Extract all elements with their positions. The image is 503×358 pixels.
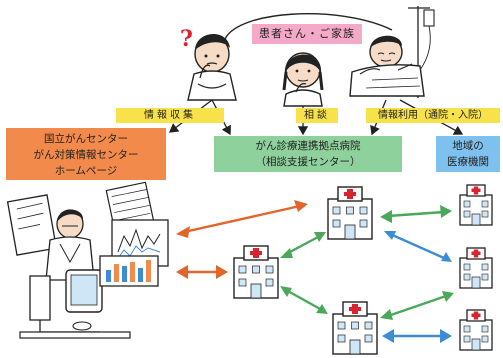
arrow-green-4 xyxy=(380,291,454,320)
hospital-icon xyxy=(459,247,493,289)
arrow-green-1 xyxy=(280,232,326,258)
family-arc xyxy=(223,13,393,43)
local-line2: 医療機関 xyxy=(447,156,489,168)
hospital-icon xyxy=(459,309,493,351)
arrow-green-3 xyxy=(380,205,452,223)
arrow-blue-2 xyxy=(382,329,452,343)
info-use-tag: 情報利用（通院・入院） xyxy=(366,108,500,123)
arrow-orange-2 xyxy=(176,265,228,279)
hospital-icon xyxy=(459,184,493,226)
base-hospital-box: がん診療連携拠点病院 （相談支援センター） xyxy=(214,136,402,172)
question-mark-icon: ? xyxy=(180,26,193,52)
chart-documents-icon xyxy=(99,181,169,287)
arrow-green-2 xyxy=(280,286,328,314)
national-center-box: 国立がんセンター がん対策情報センター ホームページ xyxy=(6,128,166,180)
base-hospital-line2: （相談支援センター） xyxy=(255,156,361,168)
hospital-icon xyxy=(332,301,378,355)
national-center-line1: 国立がんセンター xyxy=(44,133,128,145)
arrow-blue-1 xyxy=(384,231,452,262)
info-collect-tag: 情報収集 xyxy=(116,108,224,123)
person-questioning-icon xyxy=(187,33,237,101)
local-line1: 地域の xyxy=(452,140,484,152)
national-center-line3: ホームページ xyxy=(54,165,118,177)
computer-user-icon xyxy=(6,194,131,339)
national-center-line2: がん対策情報センター xyxy=(33,149,139,161)
patients-family-label: 患者さん・ご家族 xyxy=(252,24,362,44)
hospital-icon xyxy=(327,186,373,240)
arrow-orange-1 xyxy=(176,200,308,238)
person-thinking-icon xyxy=(282,52,324,107)
base-hospital-line1: がん診療連携拠点病院 xyxy=(255,140,361,152)
consult-tag: 相談 xyxy=(296,108,338,123)
local-medical-box: 地域の 医療機関 xyxy=(436,136,500,172)
hospital-icon xyxy=(233,245,279,299)
person-in-bed-icon xyxy=(349,6,435,98)
